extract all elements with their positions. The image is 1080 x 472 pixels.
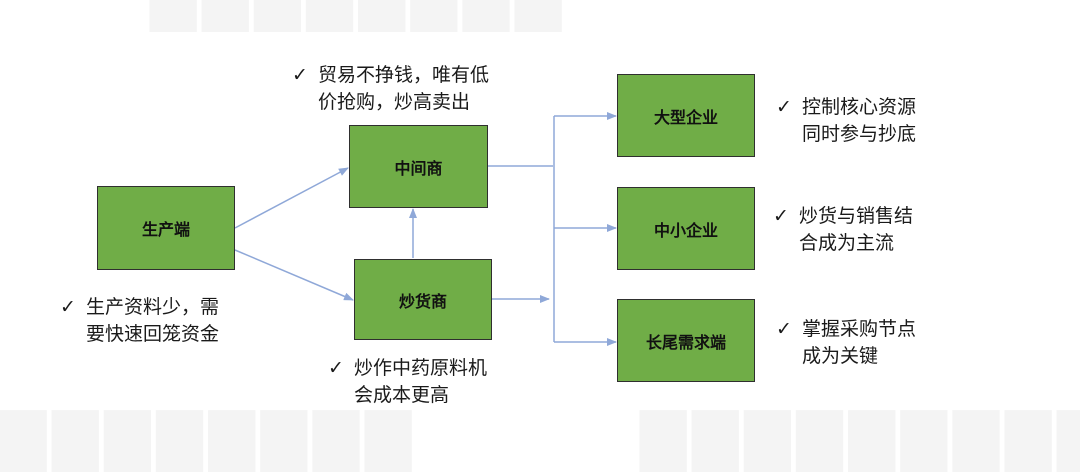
node-middleman-label: 中间商 (394, 158, 443, 178)
note-longtail-line1: 掌握采购节点 (802, 318, 917, 340)
node-sme-label: 中小企业 (653, 220, 718, 240)
note-sme-line2: 合成为主流 (799, 232, 895, 254)
note-middleman-line2: 价抢购，炒高卖出 (318, 91, 471, 113)
node-speculator-label: 炒货商 (398, 291, 447, 311)
node-producer-label: 生产端 (141, 220, 190, 239)
node-producer: 生产端 (97, 186, 235, 270)
note-speculator: ✓ 炒作中药原料机 会成本更高 (328, 355, 487, 409)
node-sme: 中小企业 (617, 187, 755, 270)
note-longtail-line2: 成为关键 (802, 345, 879, 367)
note-longtail: ✓ 掌握采购节点 成为关键 (776, 316, 916, 370)
note-speculator-line1: 炒作中药原料机 (354, 357, 488, 379)
note-middleman: ✓ 贸易不挣钱，唯有低 价抢购，炒高卖出 (292, 62, 489, 116)
node-longtail: 长尾需求端 (617, 299, 755, 382)
note-producer-line2: 要快速回笼资金 (86, 323, 220, 345)
node-longtail-label: 长尾需求端 (645, 332, 726, 352)
note-speculator-line2: 会成本更高 (354, 384, 450, 406)
check-icon: ✓ (776, 318, 792, 340)
node-large-enterprise: 大型企业 (617, 74, 755, 157)
arrow-producer-to-middleman (234, 167, 349, 229)
arrow-producer-to-speculator (234, 249, 354, 301)
note-producer: ✓ 生产资料少，需 要快速回笼资金 (60, 294, 219, 348)
note-sme-line1: 炒货与销售结 (799, 205, 914, 227)
check-icon: ✓ (292, 64, 308, 86)
node-speculator: 炒货商 (354, 259, 492, 340)
note-large-enterprise-line1: 控制核心资源 (802, 96, 917, 118)
note-producer-line1: 生产资料少，需 (86, 296, 220, 318)
note-large-enterprise-line2: 同时参与抄底 (802, 123, 917, 145)
watermark-top: ▇▇▇▇▇▇▇▇ (150, 0, 567, 32)
node-large-enterprise-label: 大型企业 (653, 107, 718, 127)
note-middleman-line1: 贸易不挣钱，唯有低 (318, 64, 490, 86)
note-large-enterprise: ✓ 控制核心资源 同时参与抄底 (776, 94, 916, 148)
check-icon: ✓ (60, 296, 76, 318)
node-middleman: 中间商 (349, 125, 488, 208)
check-icon: ✓ (776, 96, 792, 118)
check-icon: ✓ (773, 205, 789, 227)
check-icon: ✓ (328, 357, 344, 379)
note-sme: ✓ 炒货与销售结 合成为主流 (773, 203, 913, 257)
connector-lines (234, 112, 617, 346)
